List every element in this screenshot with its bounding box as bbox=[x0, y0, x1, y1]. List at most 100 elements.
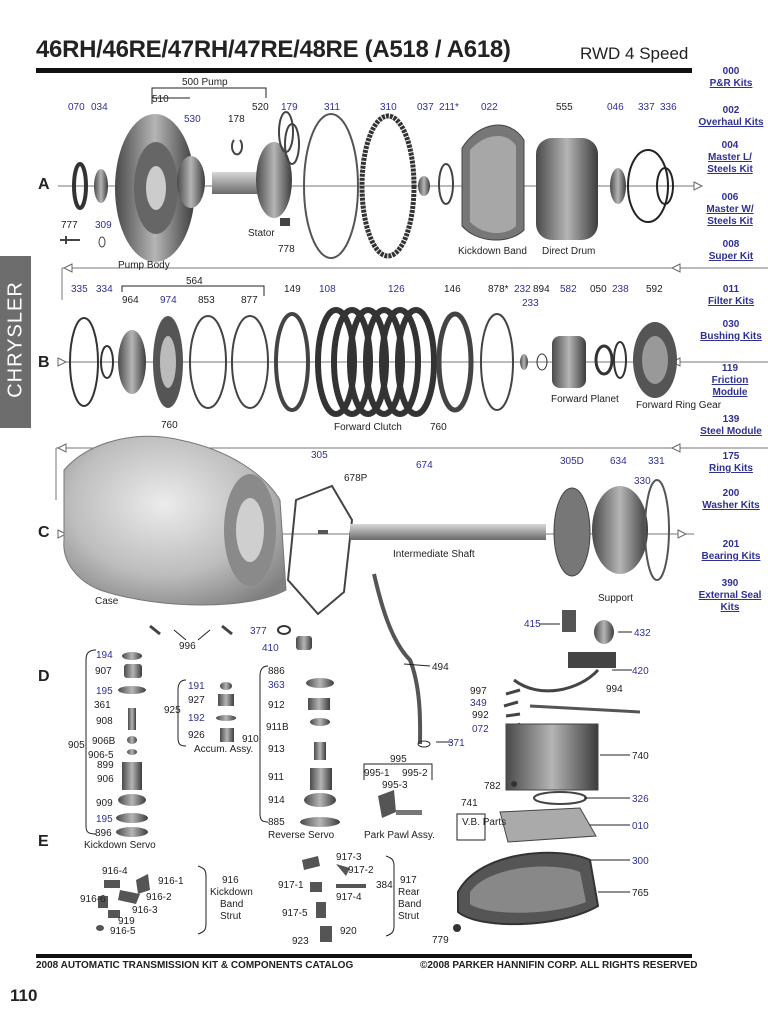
kit-name: Master L/ Steels Kit bbox=[707, 152, 753, 175]
label-917: 917 bbox=[400, 875, 417, 886]
label-995-1: 995-1 bbox=[364, 768, 390, 779]
row-label-c: C bbox=[38, 524, 50, 541]
label-917-2: 917-2 bbox=[348, 865, 374, 876]
label-917-4: 917-4 bbox=[336, 892, 362, 903]
kit-name: Washer Kits bbox=[702, 500, 760, 511]
label-919: 919 bbox=[118, 916, 135, 927]
part-034-bushing bbox=[94, 169, 108, 203]
valve-body-parts bbox=[453, 610, 641, 932]
label-311: 311 bbox=[324, 102, 340, 113]
label-906-5: 906-5 bbox=[88, 750, 114, 761]
part-050-ring bbox=[594, 344, 614, 376]
label-336: 336 bbox=[660, 102, 677, 113]
rear-strut-line2: Band bbox=[398, 899, 421, 910]
label-179: 179 bbox=[281, 102, 298, 113]
label-760b: 760 bbox=[430, 422, 447, 433]
label-913: 913 bbox=[268, 744, 285, 755]
kit-name: External Seal Kits bbox=[698, 590, 762, 613]
row-a-parts bbox=[60, 111, 674, 262]
label-support: Support bbox=[598, 593, 633, 604]
label-916-2: 916-2 bbox=[146, 892, 172, 903]
part-178-clip bbox=[231, 139, 243, 156]
label-912: 912 bbox=[268, 700, 285, 711]
part-146-plate bbox=[436, 311, 474, 413]
label-377: 377 bbox=[250, 626, 267, 637]
label-520: 520 bbox=[252, 102, 269, 113]
pump-body-bore bbox=[146, 166, 166, 210]
label-741: 741 bbox=[461, 798, 478, 809]
label-direct-drum: Direct Drum bbox=[542, 246, 595, 257]
label-reverse-servo: Reverse Servo bbox=[268, 830, 335, 841]
label-894: 894 bbox=[533, 284, 550, 295]
label-905: 905 bbox=[68, 740, 85, 751]
part-108-126-clutch-pack bbox=[315, 307, 437, 417]
label-vb-parts: V.B. Parts bbox=[462, 817, 506, 828]
part-377-clip bbox=[277, 625, 291, 635]
kit-name: Overhaul Kits bbox=[698, 117, 764, 128]
label-878: 878* bbox=[488, 284, 509, 295]
stator-shaft bbox=[212, 172, 262, 194]
part-046-bushing bbox=[610, 168, 626, 204]
part-996-bolts bbox=[149, 624, 233, 636]
part-778-plug bbox=[280, 218, 290, 226]
part-877-ring bbox=[231, 315, 269, 409]
footer-rule bbox=[36, 954, 692, 958]
part-674-intermediate-shaft bbox=[350, 524, 546, 540]
label-case: Case bbox=[95, 596, 119, 607]
label-908: 908 bbox=[96, 716, 113, 727]
kit-name: Filter Kits bbox=[707, 296, 755, 307]
label-964: 964 bbox=[122, 295, 139, 306]
label-010: 010 bbox=[632, 821, 649, 832]
park-pawl-parts bbox=[378, 790, 422, 818]
label-410: 410 bbox=[262, 643, 279, 654]
kit-code: 390 bbox=[721, 578, 739, 589]
header-rule bbox=[36, 68, 692, 73]
label-384: 384 bbox=[376, 880, 393, 891]
label-923: 923 bbox=[292, 936, 309, 947]
kick-strut-line2: Band bbox=[220, 899, 243, 910]
label-995-3: 995-3 bbox=[382, 780, 408, 791]
label-678P: 678P bbox=[344, 473, 368, 484]
label-intermediate-shaft: Intermediate Shaft bbox=[393, 549, 475, 560]
kit-code: 175 bbox=[722, 451, 740, 462]
part-305D-gasket bbox=[553, 487, 591, 577]
label-917-1: 917-1 bbox=[278, 880, 304, 891]
part-678P-pin bbox=[318, 530, 328, 534]
label-335: 335 bbox=[71, 284, 88, 295]
label-310: 310 bbox=[380, 102, 397, 113]
part-310-clutch bbox=[359, 113, 417, 259]
label-178: 178 bbox=[228, 114, 245, 125]
part-309-ring bbox=[98, 236, 106, 248]
label-232: 232 bbox=[514, 284, 531, 295]
label-916-4: 916-4 bbox=[102, 866, 128, 877]
part-336-ring bbox=[656, 167, 674, 205]
label-037: 037 bbox=[417, 102, 434, 113]
label-906B: 906B bbox=[92, 736, 116, 747]
part-149-plate bbox=[274, 312, 310, 412]
part-530-gears bbox=[177, 156, 205, 208]
label-916-3: 916-3 bbox=[132, 905, 158, 916]
label-996: 996 bbox=[179, 641, 196, 652]
kit-code: 000 bbox=[722, 66, 740, 77]
page-subtitle: RWD 4 Speed bbox=[580, 44, 689, 63]
label-331: 331 bbox=[648, 456, 665, 467]
label-420: 420 bbox=[632, 666, 649, 677]
part-337-ring bbox=[627, 149, 669, 223]
label-992: 992 bbox=[472, 710, 489, 721]
kit-code: 030 bbox=[722, 319, 740, 330]
kit-name: Master W/ Steels Kit bbox=[706, 204, 754, 227]
